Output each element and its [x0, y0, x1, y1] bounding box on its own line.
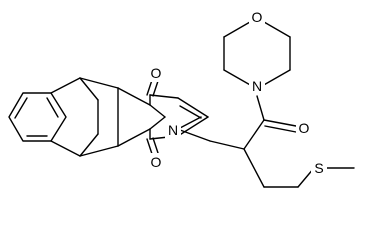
- imide-top-oxygen-label: O: [151, 65, 162, 81]
- morpholine-nitrogen-label: N: [252, 78, 262, 94]
- atom-labels: O N O N O O S: [148, 8, 327, 177]
- imide-ring: [146, 79, 166, 155]
- amide-oxygen-label: O: [299, 120, 310, 136]
- left-benzene-ring: [8, 92, 67, 142]
- back-benzene-ring: [79, 77, 209, 157]
- imide-bottom-oxygen-label: O: [151, 154, 162, 170]
- side-chain: [179, 119, 355, 188]
- amide-carbonyl: [256, 95, 297, 133]
- imide-nitrogen-label: N: [168, 122, 178, 138]
- molecule-structure: O N O N O O S: [8, 8, 355, 188]
- sulfur-label: S: [314, 160, 323, 176]
- morpholine-ring: [223, 21, 291, 87]
- central-bridge: [50, 77, 151, 157]
- morpholine-oxygen-label: O: [252, 9, 263, 25]
